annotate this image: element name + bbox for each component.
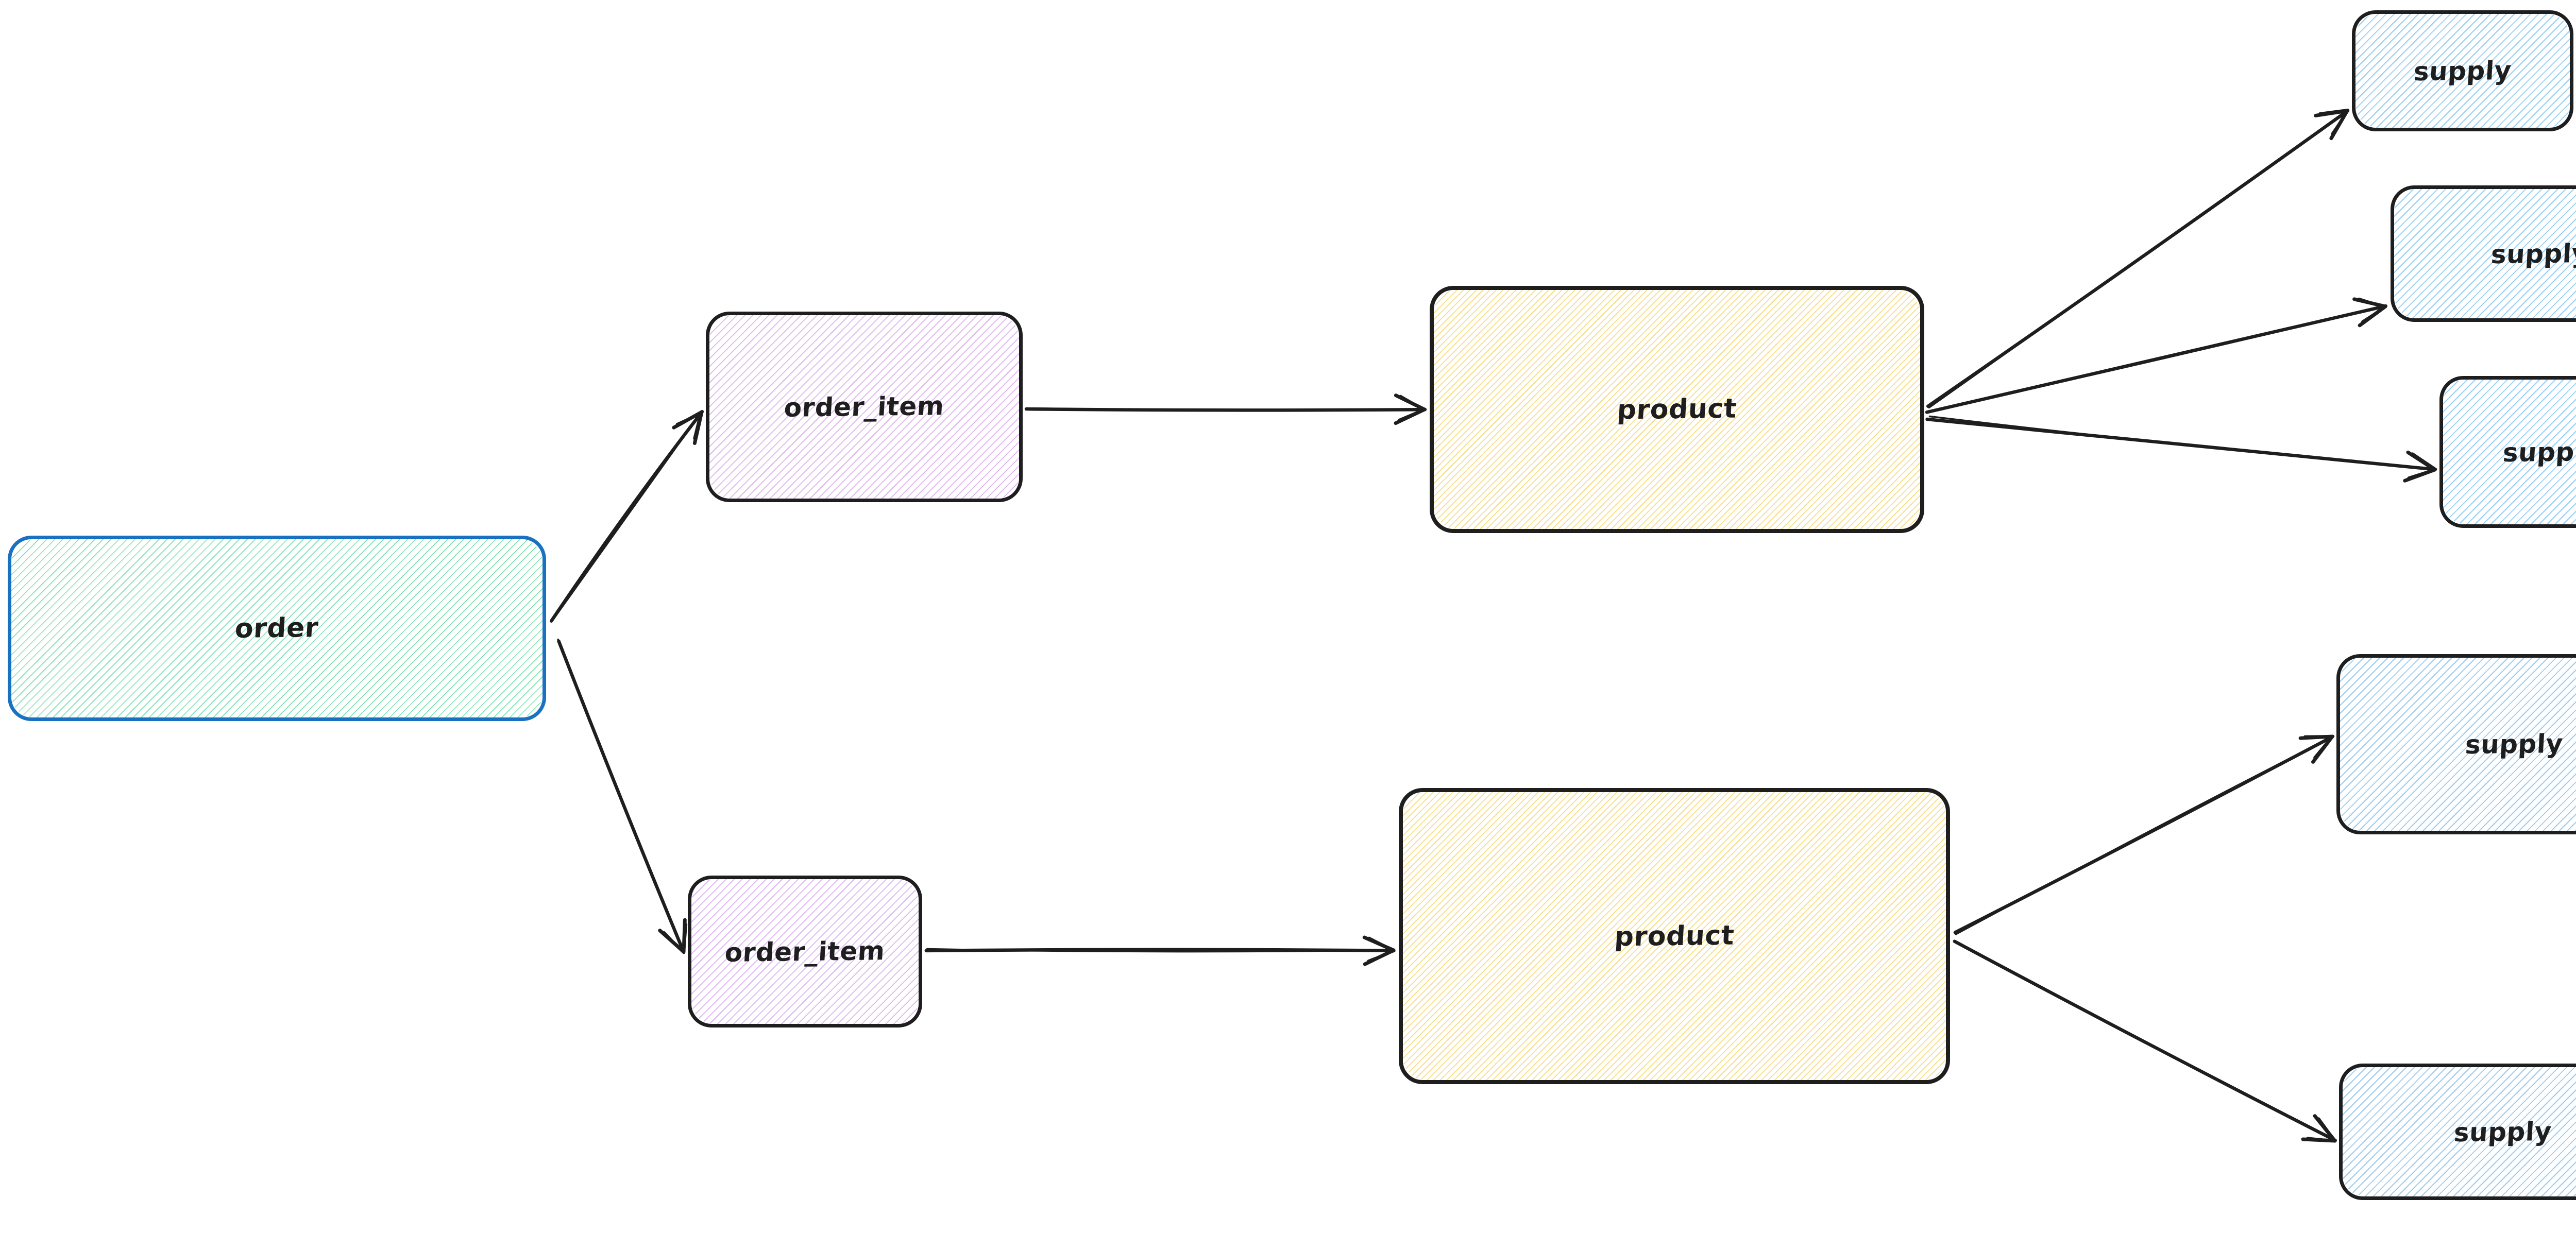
node-supply-3[interactable]: supply [2439, 376, 2576, 528]
node-label-supply-1: supply [2413, 55, 2513, 87]
product-hatch-fill [1403, 792, 1946, 1080]
order-hatch-fill [11, 539, 543, 717]
node-supply-4[interactable]: supply [2336, 654, 2576, 834]
node-label-supply-2: supply [2490, 238, 2576, 269]
node-product-bottom[interactable]: product [1399, 788, 1950, 1084]
supply-hatch-fill [2443, 380, 2576, 524]
order-item-hatch-fill [709, 315, 1019, 499]
node-supply-1[interactable]: supply [2352, 10, 2573, 131]
order-item-hatch-fill [691, 879, 919, 1024]
node-label-product-bottom: product [1614, 920, 1735, 952]
node-order[interactable]: order [8, 536, 546, 721]
node-label-supply-4: supply [2464, 728, 2564, 760]
node-supply-2[interactable]: supply [2391, 185, 2576, 322]
node-product-top[interactable]: product [1430, 286, 1924, 533]
node-label-order-item-top: order_item [783, 391, 945, 423]
supply-hatch-fill [2394, 189, 2576, 318]
node-label-supply-5: supply [2452, 1116, 2553, 1148]
node-label-order-item-bottom: order_item [724, 935, 886, 968]
node-order-item-top[interactable]: order_item [706, 312, 1023, 502]
node-label-product-top: product [1616, 393, 1738, 426]
node-supply-5[interactable]: supply [2339, 1064, 2576, 1200]
product-hatch-fill [1434, 290, 1920, 529]
node-label-order: order [234, 612, 320, 644]
node-label-supply-3: supply [2501, 436, 2576, 468]
supply-hatch-fill [2355, 14, 2570, 128]
supply-hatch-fill [2343, 1067, 2576, 1196]
node-order-item-bottom[interactable]: order_item [688, 876, 922, 1028]
supply-hatch-fill [2340, 658, 2576, 831]
